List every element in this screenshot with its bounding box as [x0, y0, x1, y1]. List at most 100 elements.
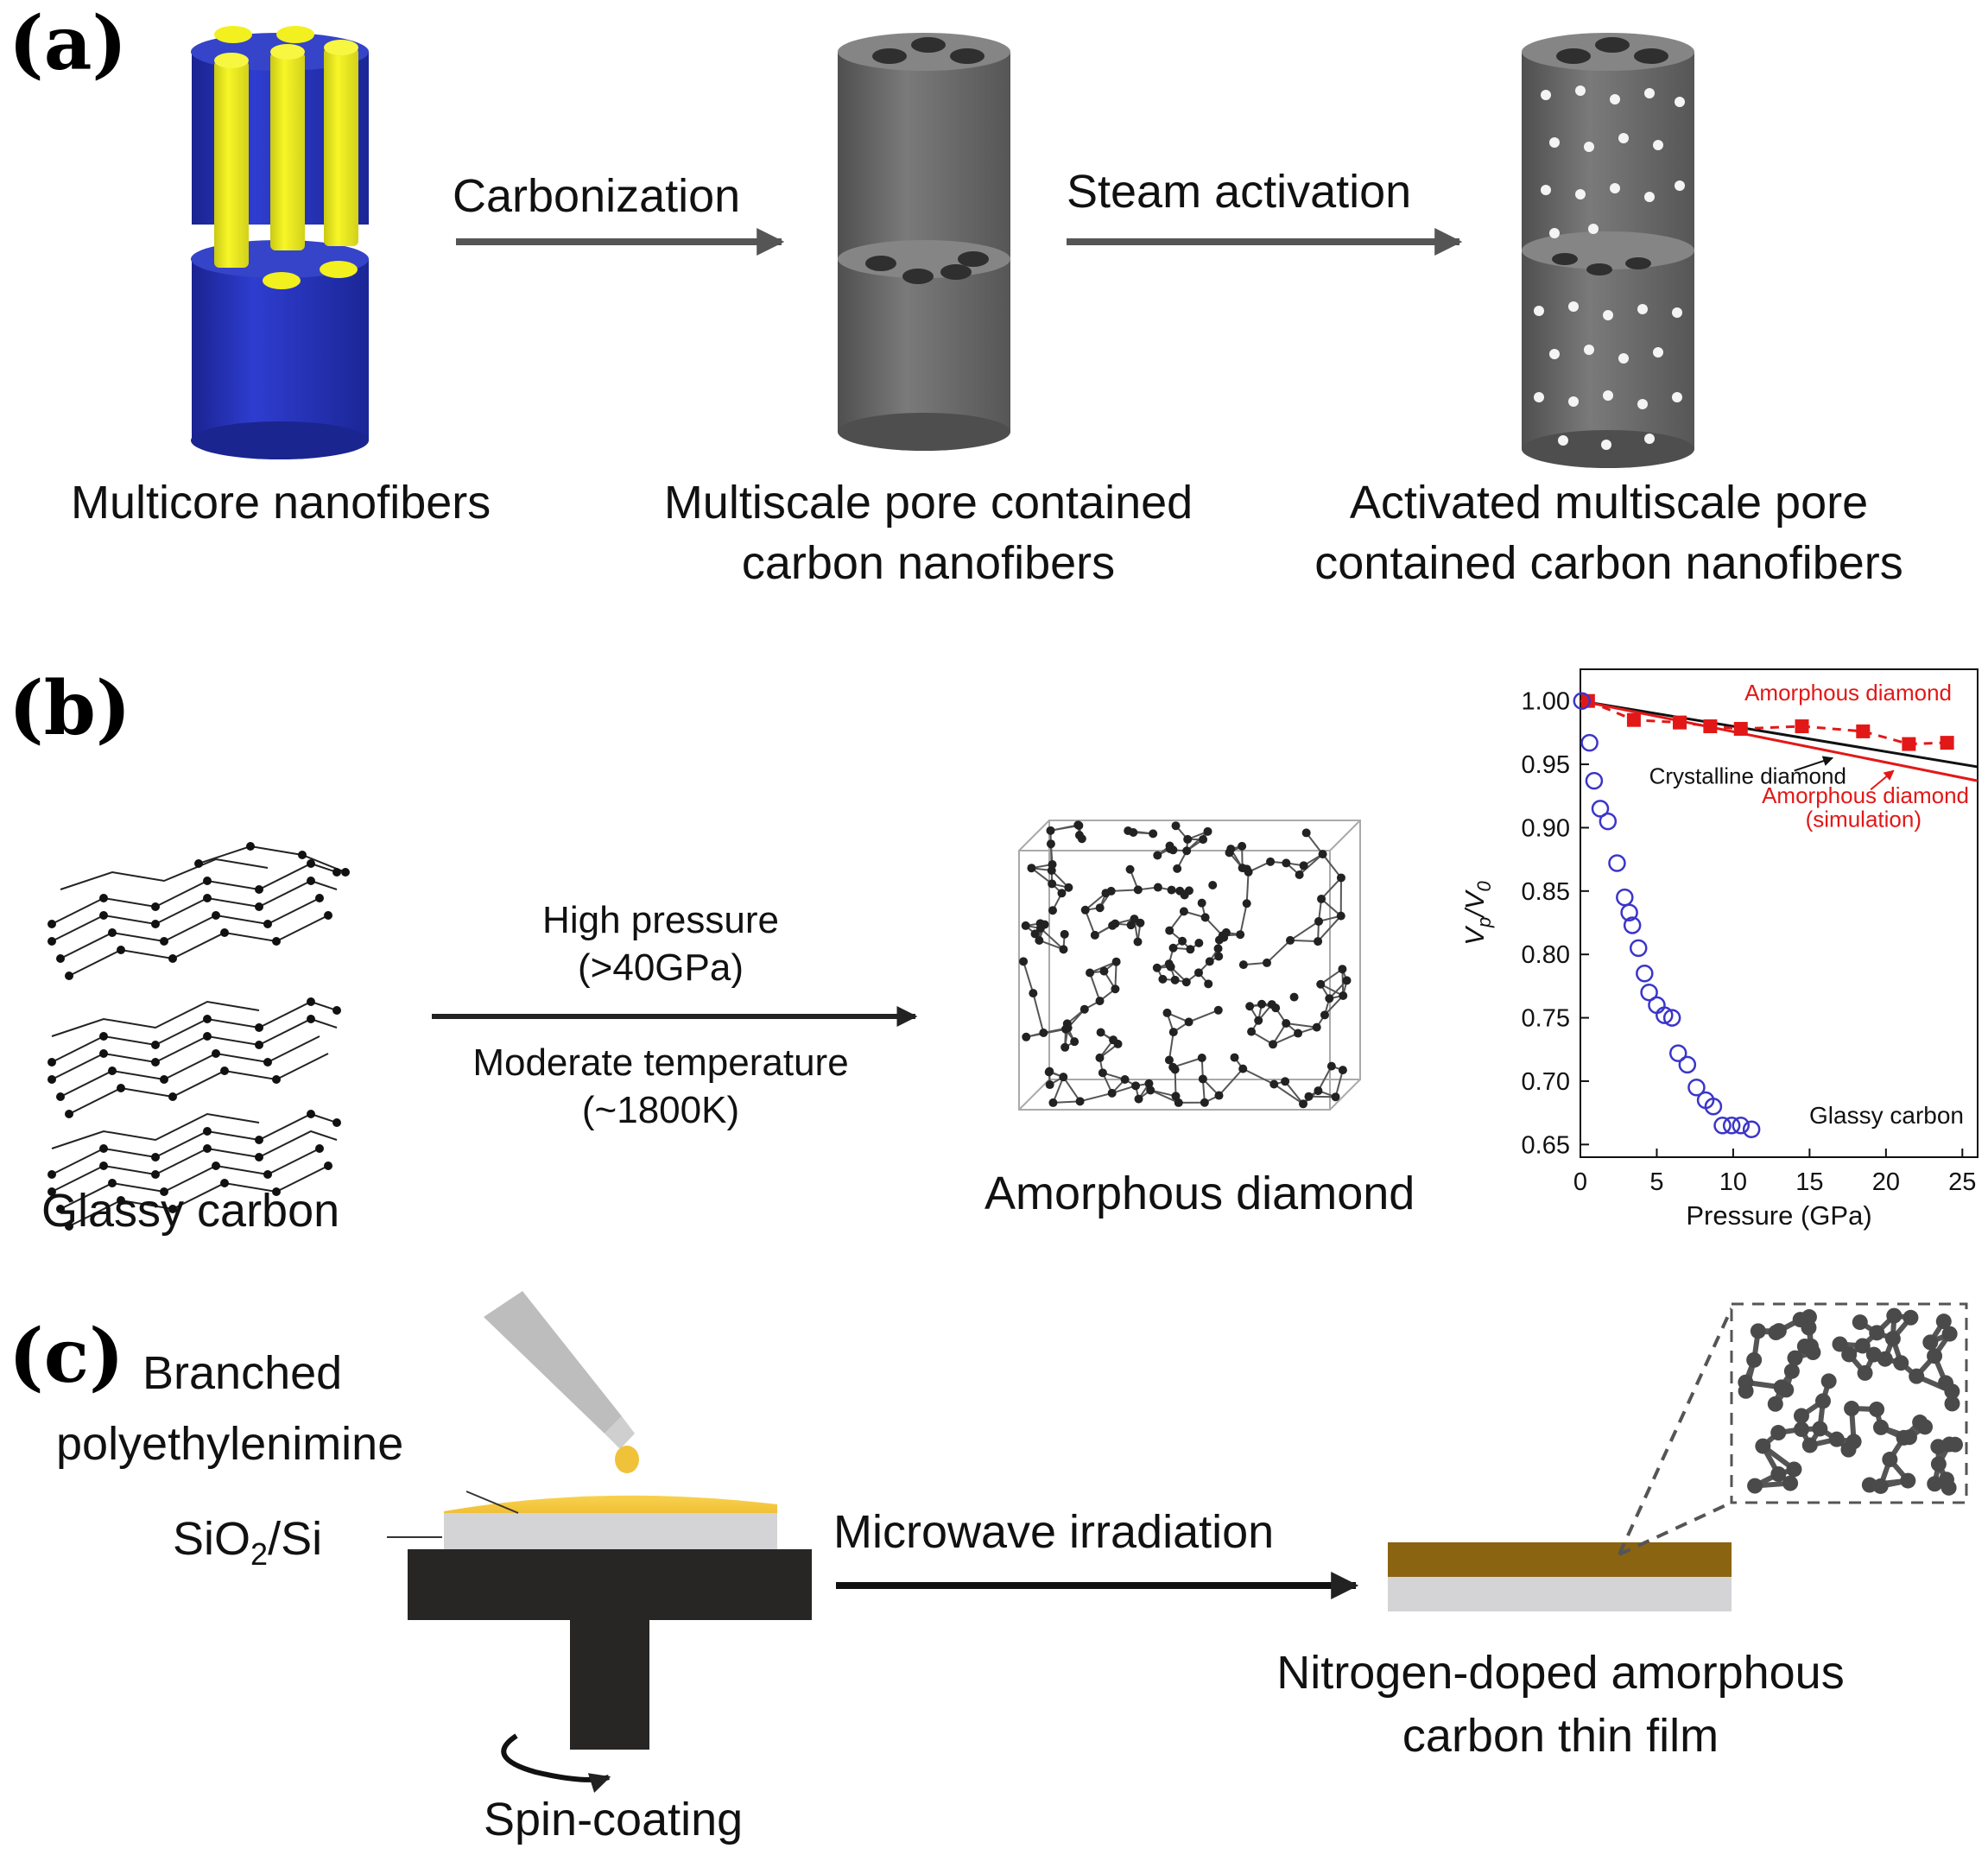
amorphous-point: [1626, 712, 1641, 727]
glassy-carbon-point: [1623, 916, 1642, 934]
glassy-carbon-point: [1704, 1098, 1723, 1116]
substrate-label: SiO2/Si: [173, 1513, 322, 1572]
glassy-carbon-point: [1591, 800, 1610, 818]
product-line2: carbon thin film: [1402, 1710, 1719, 1762]
pressure-label: High pressure: [542, 899, 779, 941]
panel-a-label: (a): [9, 0, 127, 87]
y-tick-label: 0.85: [1522, 878, 1570, 906]
steam-activation-label: Steam activation: [1067, 166, 1411, 218]
glassy-carbon-point: [1662, 1009, 1681, 1027]
pipette-icon: [484, 1291, 639, 1473]
glassy-carbon-point: [1580, 733, 1599, 752]
glassy-carbon-point: [1629, 939, 1648, 958]
x-tick-label: 10: [1719, 1168, 1747, 1196]
glassy-carbon-point: [1732, 1117, 1751, 1135]
activated-caption-line1: Activated multiscale pore: [1350, 477, 1868, 529]
legend-crystalline: Crystalline diamond: [1649, 763, 1846, 789]
series-simulation-line: [1580, 699, 1979, 782]
film-substrate: [1388, 1577, 1732, 1611]
amorphous-point: [1940, 736, 1954, 750]
panel-c: (c) Branched polyethylenimine SiO2/Si Sp…: [9, 1291, 1968, 1845]
zoom-line-top: [1618, 1307, 1733, 1555]
series-crystalline-line: [1580, 699, 1979, 769]
glassy-carbon-point: [1616, 888, 1634, 907]
glassy-carbon-point: [1713, 1117, 1732, 1135]
legend-crystalline-pointer: [1794, 756, 1834, 772]
amorphous-point: [1856, 724, 1871, 738]
legend-simulation-pointer: [1870, 769, 1895, 791]
glassy-carbon-point: [1668, 1044, 1687, 1062]
spin-coating-label: Spin-coating: [484, 1794, 743, 1845]
compression-chart: 0 5 10 15 20 25 1.00 0.95 0.90 0.85 0.80 0.75 0.70 0.…: [1459, 668, 1979, 1231]
glassy-carbon-caption: Glassy carbon: [41, 1185, 339, 1237]
glassy-carbon-point: [1656, 1006, 1674, 1024]
y-tick-label: 0.75: [1522, 1005, 1570, 1033]
glassy-carbon-atoms: [47, 842, 350, 1231]
product-line1: Nitrogen-doped amorphous: [1276, 1647, 1844, 1699]
x-tick-label: 20: [1872, 1168, 1900, 1196]
multicore-caption: Multicore nanofibers: [71, 477, 491, 529]
carbonization-label: Carbonization: [453, 170, 740, 222]
legend-glassy-carbon: Glassy carbon: [1809, 1102, 1964, 1129]
x-tick-label: 15: [1795, 1168, 1823, 1196]
glassy-carbon-point: [1599, 812, 1618, 831]
spin-chuck: [408, 1549, 812, 1620]
glassy-carbon-point: [1636, 964, 1654, 983]
rotation-arrow-icon: [501, 1733, 611, 1794]
amorphous-point: [1795, 719, 1809, 734]
precursor-pointer: [465, 1491, 519, 1514]
glassy-carbon-point: [1687, 1079, 1706, 1097]
carbon-film: [1388, 1542, 1732, 1577]
glassy-carbon-point: [1585, 771, 1604, 790]
x-axis-title: Pressure (GPa): [1686, 1200, 1871, 1231]
panel-a: (a) Carbonization: [9, 0, 1903, 589]
amorphous-diamond-illustration: [1018, 820, 1361, 1111]
glassy-carbon-point: [1742, 1120, 1761, 1138]
y-tick-label: 0.80: [1522, 941, 1570, 969]
legend-simulation-line2: (simulation): [1806, 807, 1922, 832]
y-tick-label: 0.65: [1522, 1131, 1570, 1159]
polymer-layer: [444, 1495, 777, 1516]
microwave-label: Microwave irradiation: [833, 1506, 1274, 1558]
amorphous-point: [1733, 721, 1748, 736]
x-tick-label: 25: [1948, 1168, 1976, 1196]
legend-simulation-line1: Amorphous diamond: [1762, 782, 1969, 808]
amorphous-point: [1673, 715, 1687, 730]
precursor-line2: polyethylenimine: [56, 1418, 403, 1470]
multicore-nanofiber-illustration: [191, 26, 369, 459]
amorphous-point: [1703, 719, 1718, 734]
x-tick-label: 0: [1573, 1168, 1587, 1196]
multiscale-caption-line1: Multiscale pore contained: [664, 477, 1193, 529]
activated-nanofiber-illustration: [1522, 33, 1694, 468]
x-tick-label: 5: [1649, 1168, 1663, 1196]
temperature-label: Moderate temperature: [472, 1041, 848, 1084]
glassy-carbon-point: [1573, 692, 1592, 710]
glassy-carbon-point: [1648, 996, 1666, 1015]
spin-shaft: [570, 1620, 649, 1750]
glassy-carbon-point: [1620, 903, 1638, 922]
y-axis-title: Vp/V0: [1459, 881, 1495, 946]
inset-carbon-network: [1738, 1307, 1964, 1496]
glassy-carbon-point: [1640, 983, 1658, 1002]
y-tick-label: 0.90: [1522, 814, 1570, 842]
panel-b: (b): [9, 665, 1979, 1237]
panel-b-label: (b): [9, 665, 131, 752]
y-tick-label: 1.00: [1522, 688, 1570, 716]
plot-frame: [1580, 668, 1979, 1158]
pressure-value: (>40GPa): [578, 946, 744, 989]
multiscale-caption-line2: carbon nanofibers: [742, 537, 1115, 589]
amorphous-point: [1580, 693, 1595, 708]
panel-c-label: (c): [9, 1313, 124, 1400]
y-tick-label: 0.95: [1522, 751, 1570, 779]
y-tick-label: 0.70: [1522, 1068, 1570, 1096]
glassy-carbon-point: [1678, 1055, 1697, 1074]
amorphous-diamond-caption: Amorphous diamond: [985, 1168, 1415, 1219]
carbon-nanofiber-illustration: [838, 33, 1010, 451]
amorphous-point: [1902, 737, 1916, 751]
temperature-value: (~1800K): [582, 1089, 739, 1131]
spin-coater-illustration: [408, 1495, 812, 1794]
legend-amorphous: Amorphous diamond: [1744, 680, 1952, 706]
glassy-carbon-illustration: [51, 845, 346, 1227]
sio2-substrate: [444, 1513, 777, 1549]
